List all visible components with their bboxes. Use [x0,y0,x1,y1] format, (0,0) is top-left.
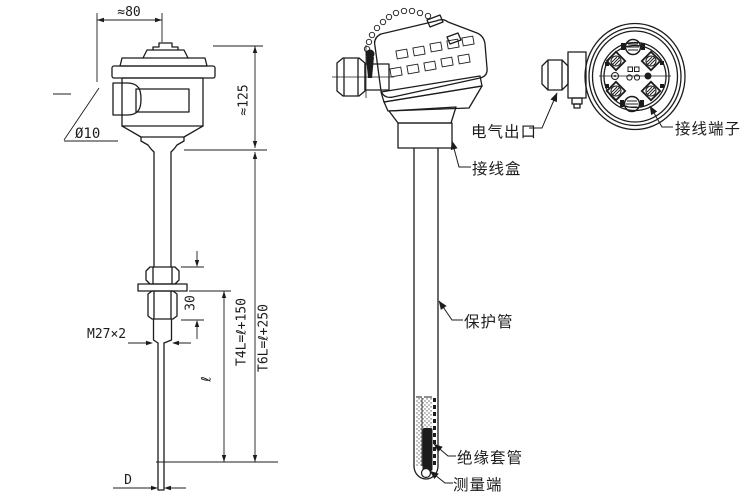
insulation-sleeve [422,428,433,471]
terminal-leader [649,105,673,128]
dim-probe-diameter: D [124,473,132,488]
dim-length-t4: T4L=ℓ+150 [235,298,250,366]
cap-vent-slots [389,35,475,78]
dim-outlet-diameter: Ø10 [75,126,100,142]
chain-anchor-tabs [426,14,462,45]
dim-insertion-length: ℓ [200,376,215,382]
label-measuring-end: 测量端 [453,476,503,494]
neck-tube [153,151,172,268]
side-entry-fitting [541,51,587,109]
dim-thread-spec: M27×2 [87,327,126,342]
label-junction-box: 接线盒 [472,160,522,178]
head-outline [111,42,216,153]
terminal-view: 接线端子 [541,22,741,138]
terminal-screws [605,38,664,113]
cable-entry-boss [112,82,142,116]
junction-box-cap [373,14,488,99]
dim-hex-height: 30 [184,295,199,311]
center-terminals [611,66,652,81]
pictorial-view: 电气出口 接线盒 保护管 绝缘套管 测量端 [332,7,558,494]
mounting-fitting [137,266,188,344]
label-electrical-outlet: 电气出口 [471,123,537,141]
nameplate [135,88,190,113]
measuring-junction [420,467,432,479]
junction-box-body [380,75,483,149]
dimension-view: ≈80 ≈125 Ø10 M27×2 30 ℓ T4L=ℓ+150 T6L=ℓ+… [53,5,278,491]
label-terminal-block: 接线端子 [675,120,741,138]
chain-clasp-pin [332,45,394,98]
probe-tube [157,342,165,491]
label-insulation-sleeve: 绝缘套管 [457,449,523,467]
label-protection-tube: 保护管 [464,313,514,331]
pictorial-leaders [429,92,558,484]
dim-head-width: ≈80 [117,5,140,20]
dimension-lines [53,13,278,489]
dimension-arrowheads [97,17,258,491]
dim-length-t6: T6L=ℓ+250 [257,304,272,372]
dim-head-height: ≈125 [237,84,252,115]
entry-hex-nut [336,57,390,97]
insulated-tip [416,396,436,479]
